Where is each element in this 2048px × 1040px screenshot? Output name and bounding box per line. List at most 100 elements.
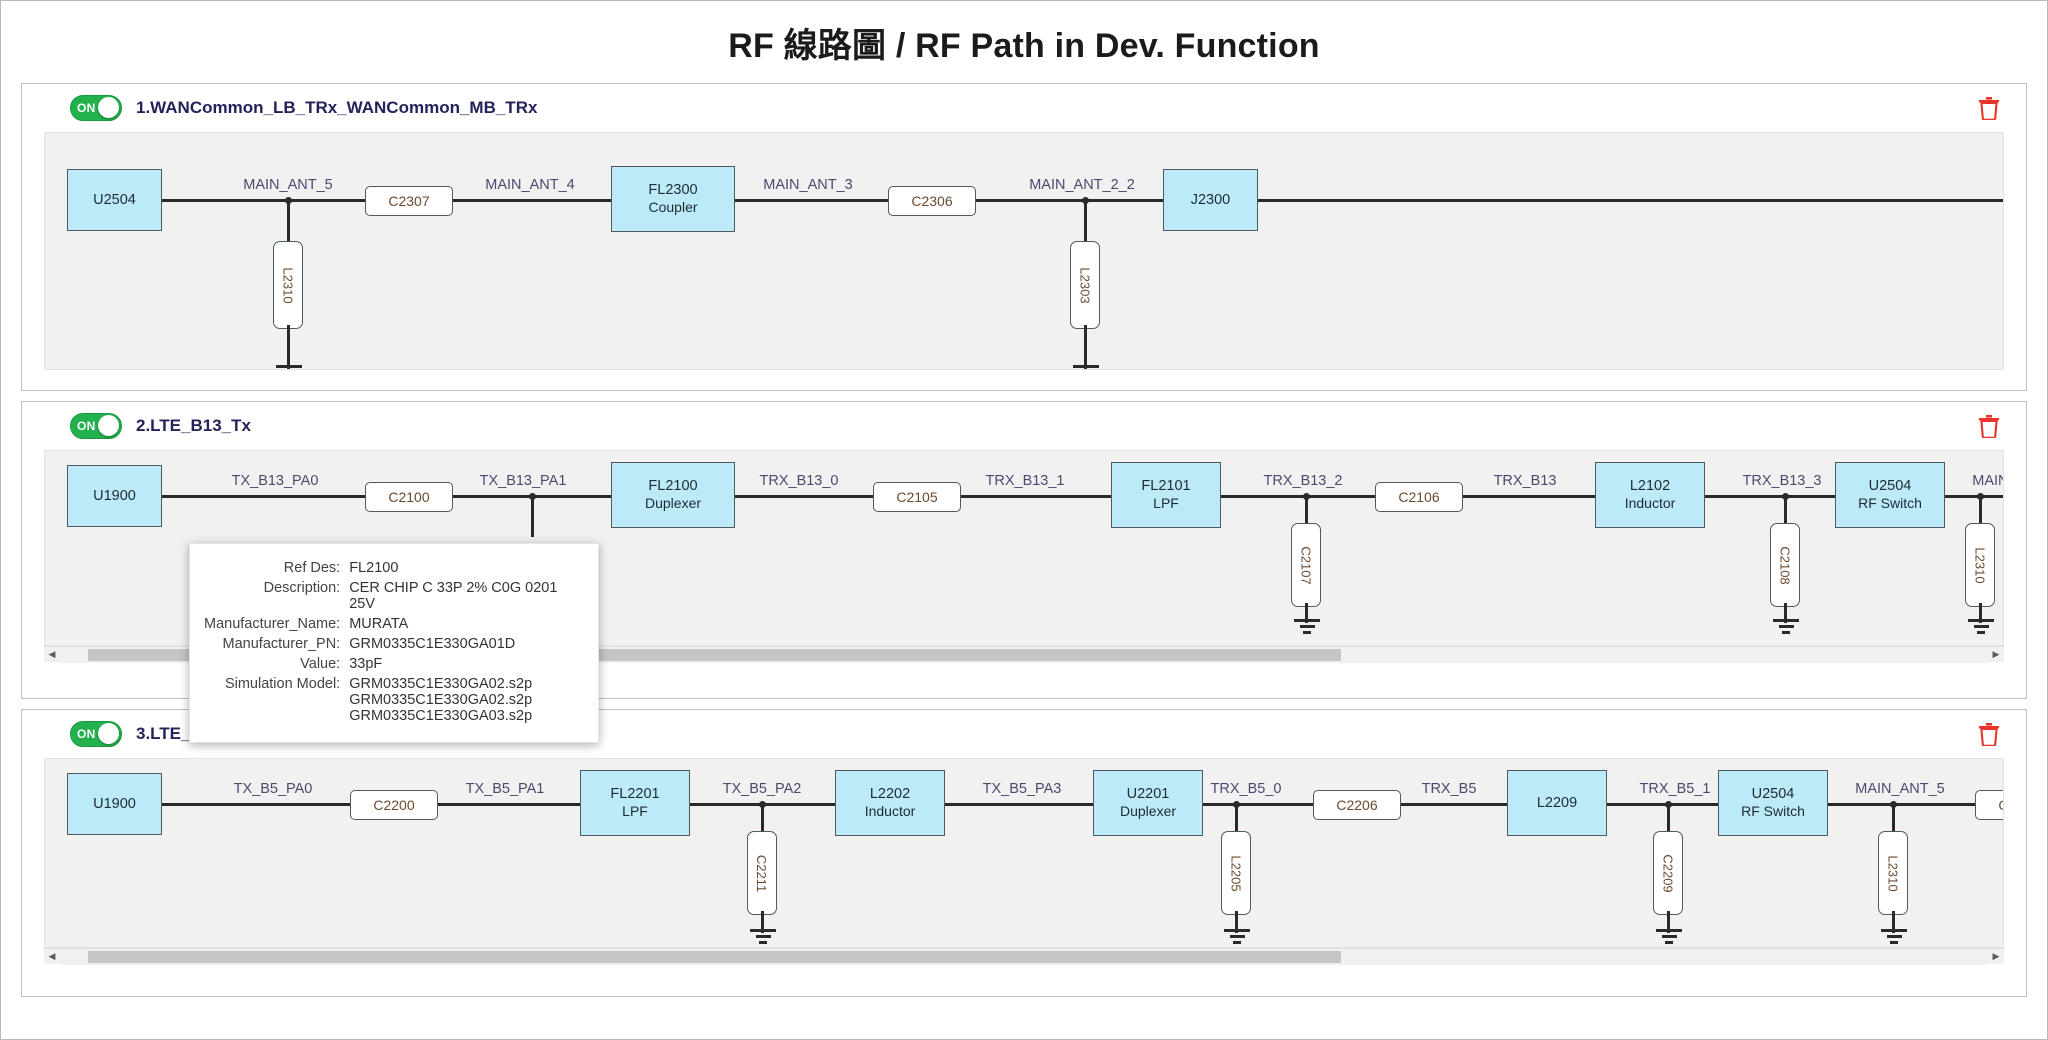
tooltip-key: Simulation Model: — [224, 676, 341, 692]
block-label: J2300 — [1190, 191, 1231, 208]
panel-3-scrollbar[interactable]: ◀ ▶ — [44, 948, 2004, 965]
block-l2102[interactable]: L2102 Inductor — [1595, 462, 1705, 528]
toggle-on-label: ON — [77, 101, 96, 115]
wire — [1667, 911, 1670, 933]
shunt-l2310[interactable]: L2310 — [1965, 523, 1995, 607]
block-u2504[interactable]: U2504 RF Switch — [1835, 462, 1945, 528]
ground-symbol — [1773, 619, 1799, 634]
block-label: U2504 — [1868, 477, 1912, 494]
toggle-knob — [98, 723, 119, 744]
component-label: C2206 — [1336, 797, 1378, 813]
shunt-l2310[interactable]: L2310 — [1878, 831, 1908, 915]
block-fl2101[interactable]: FL2101 LPF — [1111, 462, 1221, 528]
shunt-c2108[interactable]: C2108 — [1770, 523, 1800, 607]
scroll-left-arrow-icon[interactable]: ◀ — [48, 649, 56, 659]
net-label: TRX_B13 — [1493, 473, 1557, 489]
net-label: TX_B5_PA1 — [465, 781, 545, 797]
component-label: C2209 — [1660, 853, 1676, 893]
component-label: C2107 — [1298, 545, 1314, 585]
wire — [1979, 603, 1982, 623]
series-c2307[interactable]: C2307 — [365, 186, 453, 216]
trash-icon — [1979, 415, 1999, 438]
shunt-c2209[interactable]: C2209 — [1653, 831, 1683, 915]
block-sublabel: Duplexer — [644, 495, 702, 512]
tooltip-value: GRM0335C1E330GA02.s2p GRM0335C1E330GA02.… — [349, 674, 557, 726]
block-u2201[interactable]: U2201 Duplexer — [1093, 770, 1203, 836]
panel-3-canvas[interactable]: U1900 TX_B5_PA0 C2200 TX_B5_PA1 FL2201 L… — [44, 758, 2004, 948]
block-u2504[interactable]: U2504 — [67, 169, 162, 231]
shunt-c2107[interactable]: C2107 — [1291, 523, 1321, 607]
block-u1900[interactable]: U1900 — [67, 465, 162, 527]
series-c2105[interactable]: C2105 — [873, 482, 961, 512]
tooltip-value: GRM0335C1E330GA01D — [349, 636, 516, 652]
tooltip-value-line: GRM0335C1E330GA02.s2p — [349, 676, 533, 692]
shunt-l2310[interactable]: L2310 — [273, 241, 303, 329]
series-c2106[interactable]: C2106 — [1375, 482, 1463, 512]
block-l2202[interactable]: L2202 Inductor — [835, 770, 945, 836]
block-label: FL2201 — [610, 785, 660, 802]
shunt-l2205[interactable]: L2205 — [1221, 831, 1251, 915]
net-label: TX_B5_PA3 — [982, 781, 1062, 797]
component-label: L2310 — [1885, 854, 1901, 892]
scroll-right-arrow-icon[interactable]: ▶ — [1992, 649, 2000, 659]
tooltip-value: CER CHIP C 33P 2% C0G 0201 25V — [349, 578, 557, 614]
component-details-tooltip: Ref Des: FL2100 Description: CER CHIP C … — [189, 543, 599, 743]
ground-symbol — [1224, 929, 1250, 944]
panel-1-toggle[interactable]: ON — [70, 95, 122, 121]
block-label: L2209 — [1536, 794, 1578, 811]
block-u2504[interactable]: U2504 RF Switch — [1718, 770, 1828, 836]
panel-2-label: 2.LTE_B13_Tx — [136, 416, 251, 435]
series-c2306[interactable]: C2306 — [888, 186, 976, 216]
block-sublabel: Duplexer — [1119, 803, 1177, 820]
shunt-l2303[interactable]: L2303 — [1070, 241, 1100, 329]
block-sublabel: Inductor — [864, 803, 916, 820]
component-label: C2306 — [911, 193, 953, 209]
net-label: TRX_B5_1 — [1639, 781, 1711, 797]
wire — [1084, 325, 1087, 369]
net-label: MAIN_ANT_4 — [485, 177, 575, 193]
delete-panel-1-button[interactable] — [1978, 96, 2000, 120]
scroll-left-arrow-icon[interactable]: ◀ — [48, 951, 56, 961]
tooltip-value: MURATA — [349, 616, 409, 632]
block-fl2300[interactable]: FL2300 Coupler — [611, 166, 735, 232]
scroll-track[interactable] — [60, 948, 1988, 965]
tooltip-key: Manufacturer_PN: — [222, 636, 341, 652]
panel-2-header: ON 2.LTE_B13_Tx — [22, 402, 2026, 450]
shunt-c2211[interactable]: C2211 — [747, 831, 777, 915]
wire — [761, 803, 764, 845]
ground-symbol — [276, 365, 302, 369]
block-label: U2504 — [93, 191, 136, 208]
series-c2206[interactable]: C2206 — [1313, 790, 1401, 820]
net-label: MAIN_ANT_3 — [763, 177, 853, 193]
block-u1900[interactable]: U1900 — [67, 773, 162, 835]
wire — [1892, 911, 1895, 933]
tooltip-row: Manufacturer_Name: MURATA — [204, 614, 557, 634]
block-l2209[interactable]: L2209 — [1507, 770, 1607, 836]
ground-symbol — [1294, 619, 1320, 634]
tooltip-key: Value: — [300, 656, 341, 672]
block-sublabel: LPF — [622, 803, 648, 820]
scroll-thumb[interactable] — [88, 950, 1342, 963]
block-label: U1900 — [93, 795, 136, 812]
delete-panel-2-button[interactable] — [1978, 414, 2000, 438]
block-fl2100[interactable]: FL2100 Duplexer — [611, 462, 735, 528]
block-fl2201[interactable]: FL2201 LPF — [580, 770, 690, 836]
toggle-on-label: ON — [77, 419, 96, 433]
panel-3-toggle[interactable]: ON — [70, 721, 122, 747]
net-label: MAIN_ANT_5 — [1855, 781, 1945, 797]
scroll-right-arrow-icon[interactable]: ▶ — [1992, 951, 2000, 961]
block-j2300[interactable]: J2300 — [1163, 169, 1258, 231]
tooltip-table: Ref Des: FL2100 Description: CER CHIP C … — [204, 558, 557, 726]
wire — [287, 325, 290, 369]
tooltip-value: FL2100 — [349, 560, 399, 576]
panel-2-toggle[interactable]: ON — [70, 413, 122, 439]
series-c2200[interactable]: C2200 — [350, 790, 438, 820]
wire — [1305, 495, 1308, 537]
ground-symbol — [750, 929, 776, 944]
wire — [155, 803, 2003, 806]
series-c2307[interactable]: C2307 — [1975, 790, 2003, 820]
series-c2100[interactable]: C2100 — [365, 482, 453, 512]
delete-panel-3-button[interactable] — [1978, 722, 2000, 746]
panel-1-canvas[interactable]: U2504 MAIN_ANT_5 L2310 — [44, 132, 2004, 370]
